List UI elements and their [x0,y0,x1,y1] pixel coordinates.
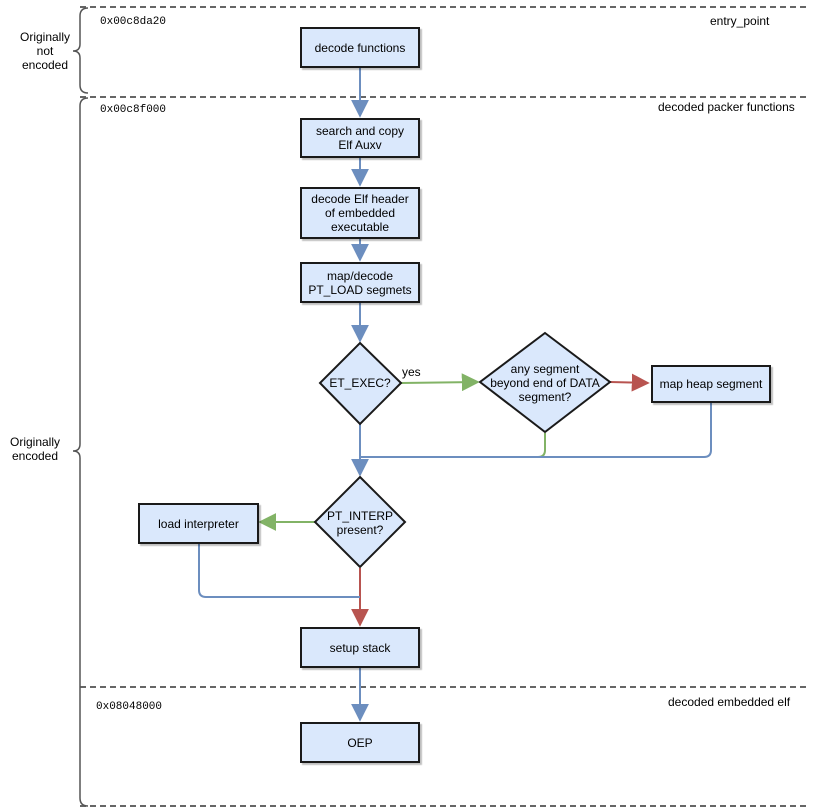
node-decode-functions: decode functions [300,27,420,68]
edge-mapheap-merge [360,403,712,458]
label-originally-encoded: Originally encoded [9,435,60,463]
brace-not-encoded [72,7,89,94]
diamond-pt-interp [313,475,407,569]
edge-label-yes: yes [402,365,421,379]
diamond-any-segment [478,331,612,434]
section-address-entry: 0x00c8da20 [100,16,167,28]
node-map-decode-ptload: map/decode PT_LOAD segmets [300,262,420,303]
node-search-copy-auxv: search and copy Elf Auxv [300,118,420,158]
section-name-embedded: decoded embedded elf [668,695,791,709]
node-map-heap-segment: map heap segment [651,365,771,403]
section-address-packer: 0x00c8f000 [100,104,167,116]
edge-interp-to-stack [198,543,360,598]
edge-etexec-yes [400,373,480,392]
node-setup-stack: setup stack [300,627,420,668]
node-decode-elf-header: decode Elf header of embedded executable [300,187,420,239]
section-address-embedded: 0x08048000 [96,701,163,713]
section-name-entry: entry_point [710,14,770,28]
node-oep: OEP [300,722,420,763]
section-name-packer: decoded packer functions [658,100,795,114]
diamond-et-exec [318,341,403,426]
edge-anyseg-yes [609,373,650,392]
brace-encoded [72,97,89,807]
node-load-interpreter: load interpreter [138,503,259,544]
label-originally-not-encoded: Originally not encoded [19,30,70,72]
edge-anyseg-no [360,433,546,458]
